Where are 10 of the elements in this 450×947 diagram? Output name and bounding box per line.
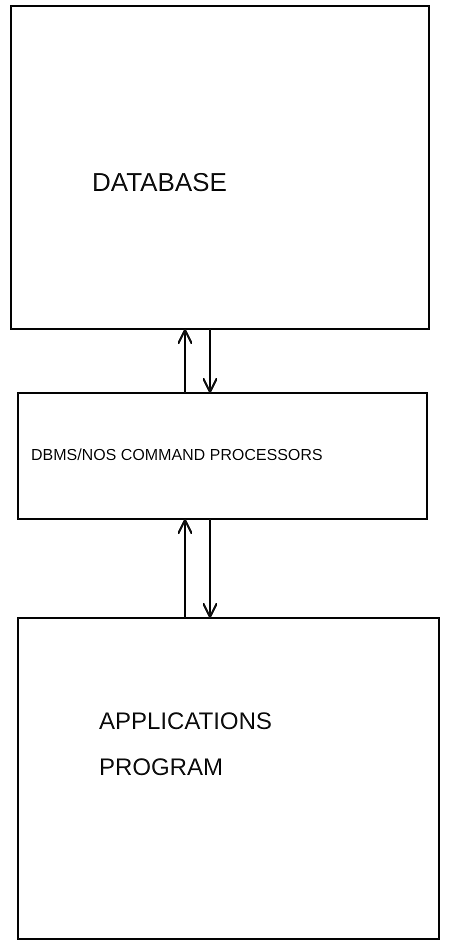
arrow <box>202 330 218 394</box>
box-label: DBMS/NOS COMMAND PROCESSORS <box>31 446 324 466</box>
process-box <box>10 5 430 330</box>
box-label: DATABASE <box>92 167 228 198</box>
box-label: APPLICATIONS PROGRAM <box>99 707 273 783</box>
process-box <box>17 617 440 940</box>
arrow <box>176 328 194 392</box>
process-box <box>17 392 428 520</box>
arrow <box>176 518 194 617</box>
arrow <box>202 520 218 618</box>
